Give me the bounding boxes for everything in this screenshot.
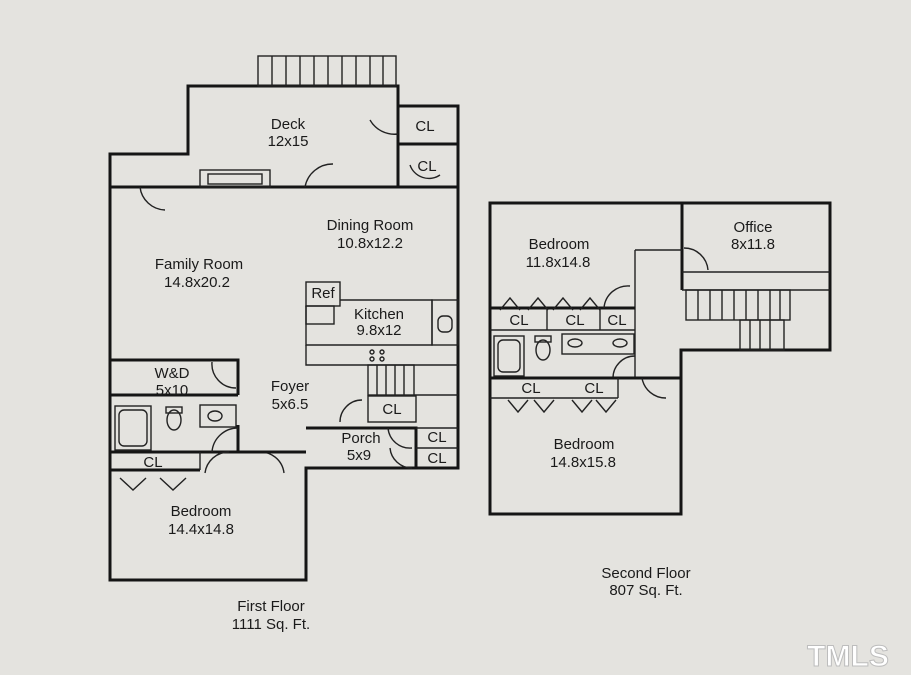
second-floor-area: 807 Sq. Ft. — [609, 582, 682, 599]
bedroom-size: 14.4x14.8 — [168, 521, 234, 538]
second-floor-plan — [488, 201, 832, 516]
upper-bedroom-1-name: Bedroom — [529, 236, 590, 253]
foyer-name: Foyer — [271, 378, 309, 395]
deck-name: Deck — [271, 116, 306, 133]
first-floor-outline — [108, 84, 460, 582]
deck-size: 12x15 — [268, 133, 309, 150]
upper-closet-2: CL — [565, 312, 584, 329]
fireplace — [199, 169, 271, 188]
kitchen-name: Kitchen — [354, 306, 404, 323]
upper-bedroom-1-size: 11.8x14.8 — [526, 254, 591, 271]
refrigerator-label: Ref — [311, 285, 335, 302]
foyer-closet: CL — [382, 401, 401, 418]
first-floor-title: First Floor — [237, 598, 305, 615]
deck-closet-1: CL — [415, 118, 434, 135]
dining-room-size: 10.8x12.2 — [337, 235, 403, 252]
porch-closet-2: CL — [427, 450, 446, 467]
office-size: 8x11.8 — [731, 236, 775, 253]
bedroom-closet: CL — [143, 454, 162, 471]
porch-size: 5x9 — [347, 447, 371, 464]
upper-closet-3: CL — [607, 312, 626, 329]
watermark-logo: TMLS — [807, 640, 889, 673]
upper-bedroom-2-name: Bedroom — [554, 436, 615, 453]
upper-closet-4: CL — [521, 380, 540, 397]
deck-stairs — [257, 55, 397, 87]
second-floor-outline — [488, 201, 832, 516]
first-floor-labels: Deck 12x15 CL CL Dining Room 10.8x12.2 F… — [143, 116, 446, 633]
porch-name: Porch — [341, 430, 380, 447]
porch-closet-1: CL — [427, 429, 446, 446]
second-floor-stairs — [685, 289, 791, 351]
first-floor-area: 1111 Sq. Ft. — [232, 616, 310, 633]
upper-closet-5: CL — [584, 380, 603, 397]
upper-closet-1: CL — [509, 312, 528, 329]
bedroom-name: Bedroom — [171, 503, 232, 520]
wd-size: 5x10 — [156, 382, 189, 399]
second-floor-title: Second Floor — [601, 565, 690, 582]
second-floor-labels: Bedroom 11.8x14.8 Office 8x11.8 CL CL CL… — [509, 219, 775, 599]
wd-name: W&D — [155, 365, 190, 382]
dining-room-name: Dining Room — [327, 217, 414, 234]
family-room-name: Family Room — [155, 256, 243, 273]
first-floor-plan — [108, 55, 460, 582]
upper-bedroom-2-size: 14.8x15.8 — [550, 454, 616, 471]
kitchen-size: 9.8x12 — [356, 322, 401, 339]
family-room-size: 14.8x20.2 — [164, 274, 230, 291]
deck-closet-2: CL — [417, 158, 436, 175]
office-name: Office — [734, 219, 773, 236]
foyer-size: 5x6.5 — [272, 396, 309, 413]
foyer-stairs — [367, 364, 458, 396]
